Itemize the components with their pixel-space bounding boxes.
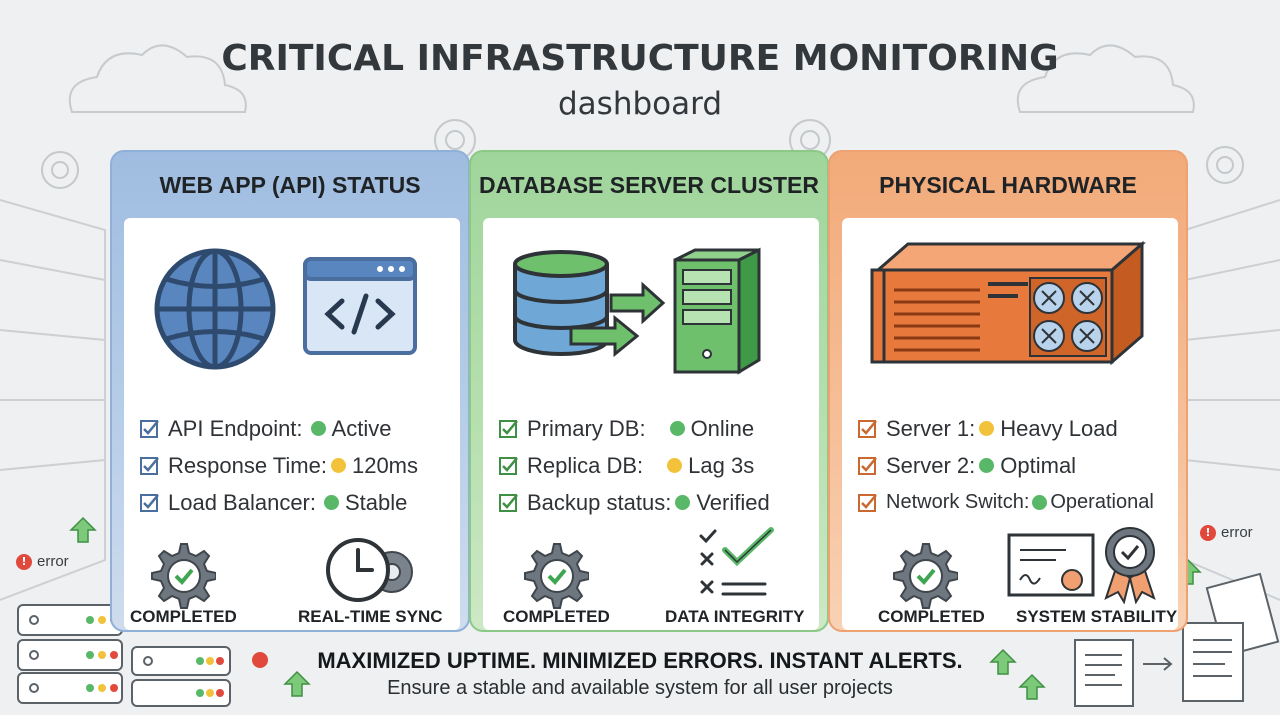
certificate-icon (1007, 533, 1095, 597)
status-label: Server 1: (886, 415, 976, 441)
gear-check-icon (524, 543, 589, 609)
checkbox-icon (858, 419, 877, 438)
footer-headline: MAXIMIZED UPTIME. MINIMIZED ERRORS. INST… (317, 648, 963, 673)
server-tower-icon (673, 247, 761, 375)
page-subtitle: dashboard (558, 86, 722, 122)
badge-real-time-sync: REAL-TIME SYNC (298, 607, 443, 626)
panel-title: PHYSICAL HARDWARE (879, 172, 1137, 198)
status-row-load-balancer: Load Balancer: Stable (140, 484, 450, 521)
status-dot (1032, 495, 1048, 510)
status-row-replica-db: Replica DB: Lag 3s (499, 447, 809, 484)
error-icon: ! (1200, 524, 1216, 541)
error-label: error (37, 553, 69, 570)
status-value: Verified (696, 489, 770, 515)
gear-check-icon (893, 543, 958, 609)
gear-check-icon (151, 543, 216, 609)
status-value: Lag 3s (688, 452, 755, 478)
status-value: Stable (345, 489, 408, 515)
footer-tagline: Ensure a stable and available system for… (387, 677, 893, 699)
status-label: Backup status: (527, 489, 672, 515)
status-label: Response Time: (168, 452, 327, 478)
status-label: Replica DB: (527, 452, 644, 478)
checkbox-icon (140, 493, 159, 512)
panel-web-app: WEB APP (API) STATUS API Endpoint: Activ… (110, 150, 470, 632)
left-error-indicator: ! error (16, 553, 69, 570)
panel-title: WEB APP (API) STATUS (159, 172, 421, 198)
checkbox-icon (140, 456, 159, 475)
status-dot (330, 458, 346, 473)
checkbox-icon (499, 493, 518, 512)
status-list: Server 1: Heavy Load Server 2: Optimal N… (858, 410, 1168, 521)
status-value: 120ms (351, 452, 419, 478)
status-row-primary-db: Primary DB: Online (499, 410, 809, 447)
panel-title: DATABASE SERVER CLUSTER (479, 172, 819, 198)
status-row-server-2: Server 2: Optimal (858, 447, 1168, 484)
status-label: Load Balancer: (168, 489, 316, 515)
badge-completed: COMPLETED (878, 607, 985, 626)
status-dot (979, 421, 995, 436)
status-dot (675, 495, 691, 510)
badge-completed: COMPLETED (503, 607, 610, 626)
checklist-icon (699, 527, 774, 596)
status-label: Network Switch: (886, 491, 1030, 513)
checkbox-icon (858, 456, 877, 475)
panel-physical-hardware: PHYSICAL HARDWARE Serve (828, 150, 1188, 632)
status-dot (310, 421, 326, 436)
error-icon: ! (16, 553, 32, 570)
status-dot (324, 495, 339, 510)
status-label: API Endpoint: (168, 415, 303, 441)
status-list: Primary DB: Online Replica DB: Lag 3s Ba… (499, 410, 809, 521)
status-row-api-endpoint: API Endpoint: Active (140, 410, 450, 447)
rack-server-icon (870, 240, 1147, 366)
status-row-network-switch: Network Switch: Operational (858, 484, 1168, 521)
status-label: Server 2: (886, 452, 976, 478)
status-value: Online (690, 415, 755, 441)
error-label: error (1221, 524, 1253, 541)
status-value: Active (331, 415, 392, 441)
status-row-server-1: Server 1: Heavy Load (858, 410, 1168, 447)
checkbox-icon (499, 456, 518, 475)
checkbox-icon (499, 419, 518, 438)
status-row-response-time: Response Time: 120ms (140, 447, 450, 484)
panel-database: DATABASE SERVER CLUSTER Primary DB: Onli… (469, 150, 829, 632)
status-value: Optimal (1000, 452, 1077, 478)
right-error-indicator: ! error (1200, 524, 1253, 541)
status-list: API Endpoint: Active Response Time: 120m… (140, 410, 450, 521)
status-dot (979, 458, 995, 473)
globe-icon (154, 248, 276, 370)
clock-gear-icon (326, 538, 413, 602)
status-row-backup-status: Backup status: Verified (499, 484, 809, 521)
status-value: Operational (1050, 491, 1154, 513)
status-dot (667, 458, 683, 473)
status-dot (669, 421, 685, 436)
checkbox-icon (858, 493, 877, 512)
badge-system-stability: SYSTEM STABILITY (1016, 607, 1178, 626)
badge-data-integrity: DATA INTEGRITY (665, 607, 805, 626)
status-value: Heavy Load (1000, 415, 1118, 441)
page-title: CRITICAL INFRASTRUCTURE MONITORING (221, 38, 1059, 79)
database-icon (513, 250, 666, 358)
checkbox-icon (140, 419, 159, 438)
badge-completed: COMPLETED (130, 607, 237, 626)
status-label: Primary DB: (527, 415, 646, 441)
code-window-icon (303, 257, 417, 355)
award-icon (1104, 527, 1156, 604)
